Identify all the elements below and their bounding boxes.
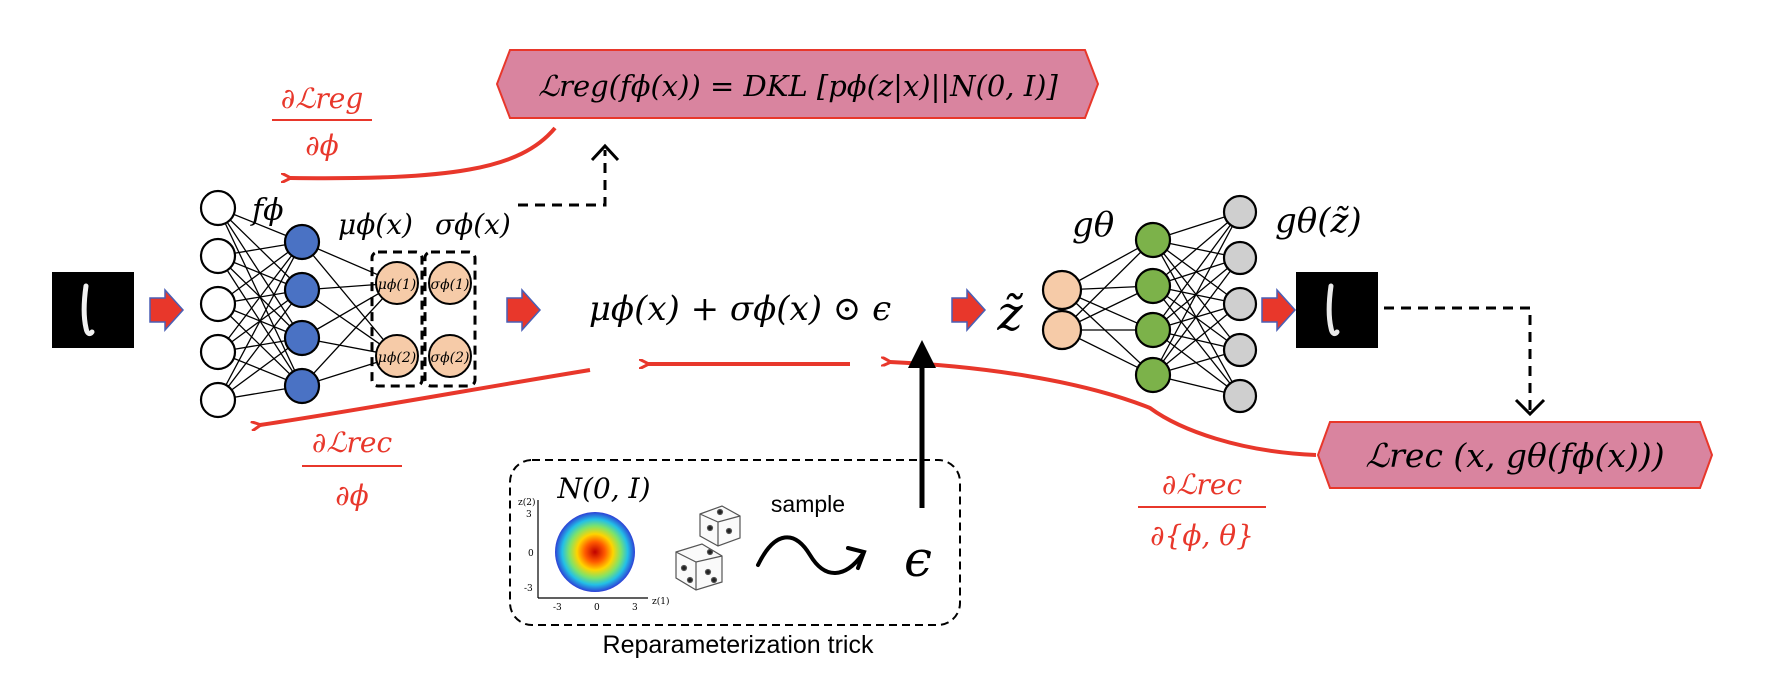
rec-loss-box: ℒrec (x, gθ(fϕ(x))): [1316, 421, 1714, 489]
encoder-hidden-node: [283, 271, 321, 309]
decoder-label: gθ: [1072, 205, 1114, 245]
sigma-node-2-label: σϕ(2): [431, 350, 470, 366]
grad-reg-numerator: ∂ℒreg: [281, 82, 364, 115]
decoder-output-label: gθ(z̃): [1275, 201, 1362, 241]
encoder-label: fϕ: [250, 193, 284, 228]
epsilon-symbol: ϵ: [904, 530, 932, 588]
decoder-latent-node: [1041, 269, 1083, 311]
decoder-output-node: [1222, 240, 1258, 276]
grad-reg-fraction: ∂ℒreg ∂ϕ: [272, 82, 372, 162]
network-edge: [217, 241, 303, 401]
grad-rec-arrows: [260, 362, 1317, 457]
encoder-hidden-node: [283, 367, 321, 405]
latent-z-tilde: z̃: [996, 286, 1023, 342]
network-edge: [217, 241, 303, 353]
decoder-output-layer: [1222, 194, 1258, 414]
decoder-output-node: [1222, 378, 1258, 414]
decoder-output-node: [1222, 332, 1258, 368]
forward-arrows: [149, 288, 1297, 332]
reparam-trick-box: z(2) z(1) 3 0 -3 -3 0 3 N(0, I) sample: [509, 459, 961, 659]
distribution-label: N(0, I): [556, 472, 650, 505]
rec-loss-text: ℒrec (x, gθ(fϕ(x))): [1365, 436, 1664, 475]
x-axis-label: z(1): [652, 596, 670, 607]
rec-dashed-connector: [1384, 306, 1546, 417]
decoder-latent-layer: [1041, 269, 1083, 351]
network-edge: [301, 241, 398, 357]
mu-label: μϕ(x): [338, 208, 413, 241]
kl-dashed-connector: [518, 143, 620, 207]
network-edge: [1152, 285, 1241, 397]
epsilon-up-arrow: [908, 340, 936, 508]
latent-mean-variance-nodes: μϕ(1) μϕ(2) σϕ(1) σϕ(2): [375, 261, 472, 378]
decoder-output-node: [1222, 194, 1258, 230]
grad-reg-denominator: ∂ϕ: [305, 129, 339, 162]
y-tick-top: 3: [526, 510, 532, 520]
grad-rec-encoder-numerator: ∂ℒrec: [312, 426, 393, 459]
reparam-expression: μϕ(x) + σϕ(x) ⊙ ϵ: [589, 289, 891, 329]
decoder-hidden-node: [1134, 356, 1172, 394]
network-edge: [1061, 239, 1154, 331]
sigma-dashed-box: [423, 250, 477, 388]
mu-node-2-label: μϕ(2): [378, 350, 416, 366]
grad-rec-arrow-to-encoder: [260, 368, 591, 425]
gaussian-density: [555, 512, 635, 592]
encoder-input-node: [199, 285, 237, 323]
reparam-caption: Reparameterization trick: [603, 631, 874, 659]
reg-loss-text: ℒreg(fϕ(x)) = DKL [pϕ(z|x)||N(0, I)]: [538, 69, 1058, 103]
grad-rec-all-numerator: ∂ℒrec: [1162, 468, 1243, 501]
output-digit-image: [1296, 272, 1378, 348]
reg-loss-box: ℒreg(fϕ(x)) = DKL [pϕ(z|x)||N(0, I)]: [495, 49, 1100, 119]
network-edge: [1152, 303, 1241, 376]
network-edge: [1152, 211, 1241, 287]
grad-reg-arrow: [290, 126, 557, 178]
y-tick-bottom: -3: [524, 584, 533, 594]
y-axis-label: z(2): [518, 497, 536, 508]
forward-arrow-output: [1261, 288, 1297, 332]
encoder-input-node: [199, 381, 237, 419]
network-edge: [301, 282, 398, 387]
encoder-input-node: [199, 237, 237, 275]
encoder-hidden-node: [283, 223, 321, 261]
forward-arrow-encoder: [506, 288, 542, 332]
forward-arrow-reparam: [951, 288, 987, 332]
x-tick-left: -3: [553, 603, 562, 613]
network-edge: [1152, 211, 1241, 376]
network-edge: [217, 289, 303, 401]
forward-arrow-input: [149, 288, 185, 332]
encoder-input-layer: [199, 189, 237, 419]
dice-icon: [675, 505, 741, 591]
x-tick-right: 3: [632, 603, 638, 613]
mu-dashed-box: [370, 250, 424, 388]
sample-squiggle-arrow: [756, 535, 867, 575]
encoder-input-node: [199, 333, 237, 371]
y-tick-mid: 0: [528, 549, 534, 559]
input-digit-image: [52, 272, 134, 348]
network-edge: [1152, 211, 1241, 331]
sigma-node-1-label: σϕ(1): [431, 277, 470, 293]
sample-label: sample: [771, 491, 845, 517]
decoder-hidden-layer: [1134, 221, 1172, 394]
encoder-hidden-node: [283, 319, 321, 357]
decoder-hidden-node: [1134, 311, 1172, 349]
decoder-latent-node: [1041, 309, 1083, 351]
decoder-hidden-node: [1134, 267, 1172, 305]
grad-rec-encoder-denominator: ∂ϕ: [335, 479, 369, 512]
x-tick-mid: 0: [594, 603, 600, 613]
decoder-hidden-node: [1134, 221, 1172, 259]
decoder-output-node: [1222, 286, 1258, 322]
network-edge: [1152, 257, 1241, 376]
grad-rec-all-denominator: ∂{ϕ, θ}: [1150, 519, 1254, 552]
network-edge: [1061, 289, 1154, 376]
sigma-label: σϕ(x): [435, 208, 511, 241]
grad-rec-arrow-to-epsilon: [890, 362, 1317, 457]
encoder-hidden-layer: [283, 223, 321, 405]
grad-rec-encoder-fraction: ∂ℒrec ∂ϕ: [302, 426, 402, 512]
grad-rec-all-fraction: ∂ℒrec ∂{ϕ, θ}: [1138, 468, 1266, 552]
mu-node-1-label: μϕ(1): [378, 277, 416, 293]
gaussian-plot: z(2) z(1) 3 0 -3 -3 0 3: [518, 497, 670, 613]
encoder-input-node: [199, 189, 237, 227]
